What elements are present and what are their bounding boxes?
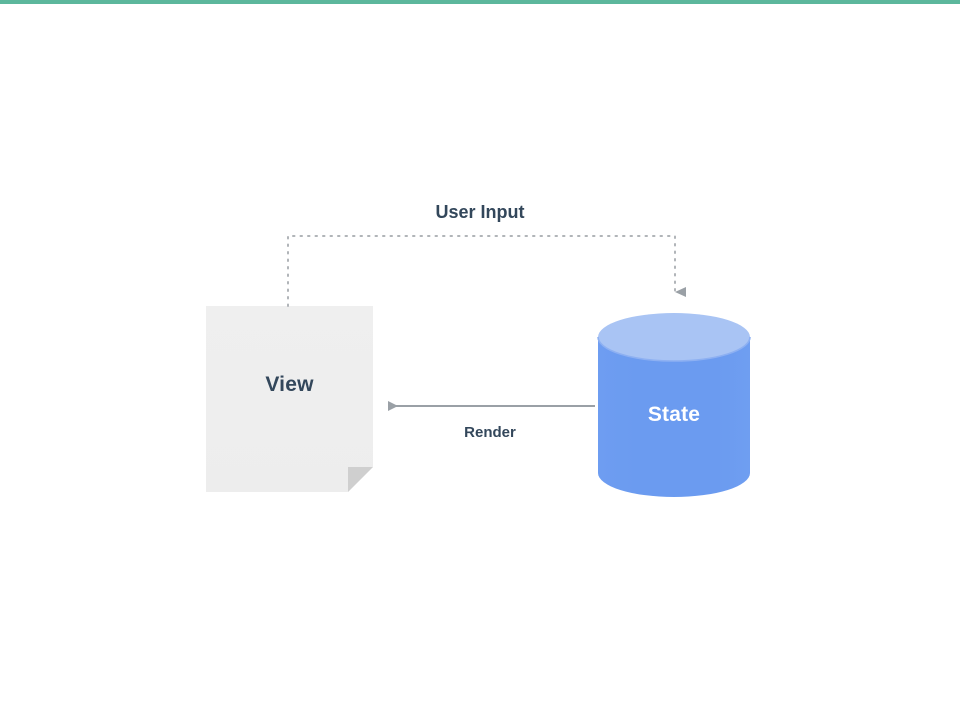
edge-user-input-label: User Input <box>435 202 525 222</box>
node-view-label: View <box>265 373 314 396</box>
top-accent-bar <box>0 0 960 4</box>
node-state[interactable] <box>597 313 751 497</box>
edge-user-input[interactable] <box>287 235 686 307</box>
node-view[interactable] <box>206 306 373 492</box>
state-cylinder-body <box>598 337 750 497</box>
state-cylinder-top <box>598 313 750 361</box>
view-document-body <box>206 306 373 492</box>
edge-render-label: Render <box>464 424 516 441</box>
state-cylinder-rim <box>597 336 751 362</box>
user-input-dotted-path <box>287 235 686 307</box>
view-folded-corner-icon <box>348 467 373 492</box>
node-state-label: State <box>647 403 701 426</box>
